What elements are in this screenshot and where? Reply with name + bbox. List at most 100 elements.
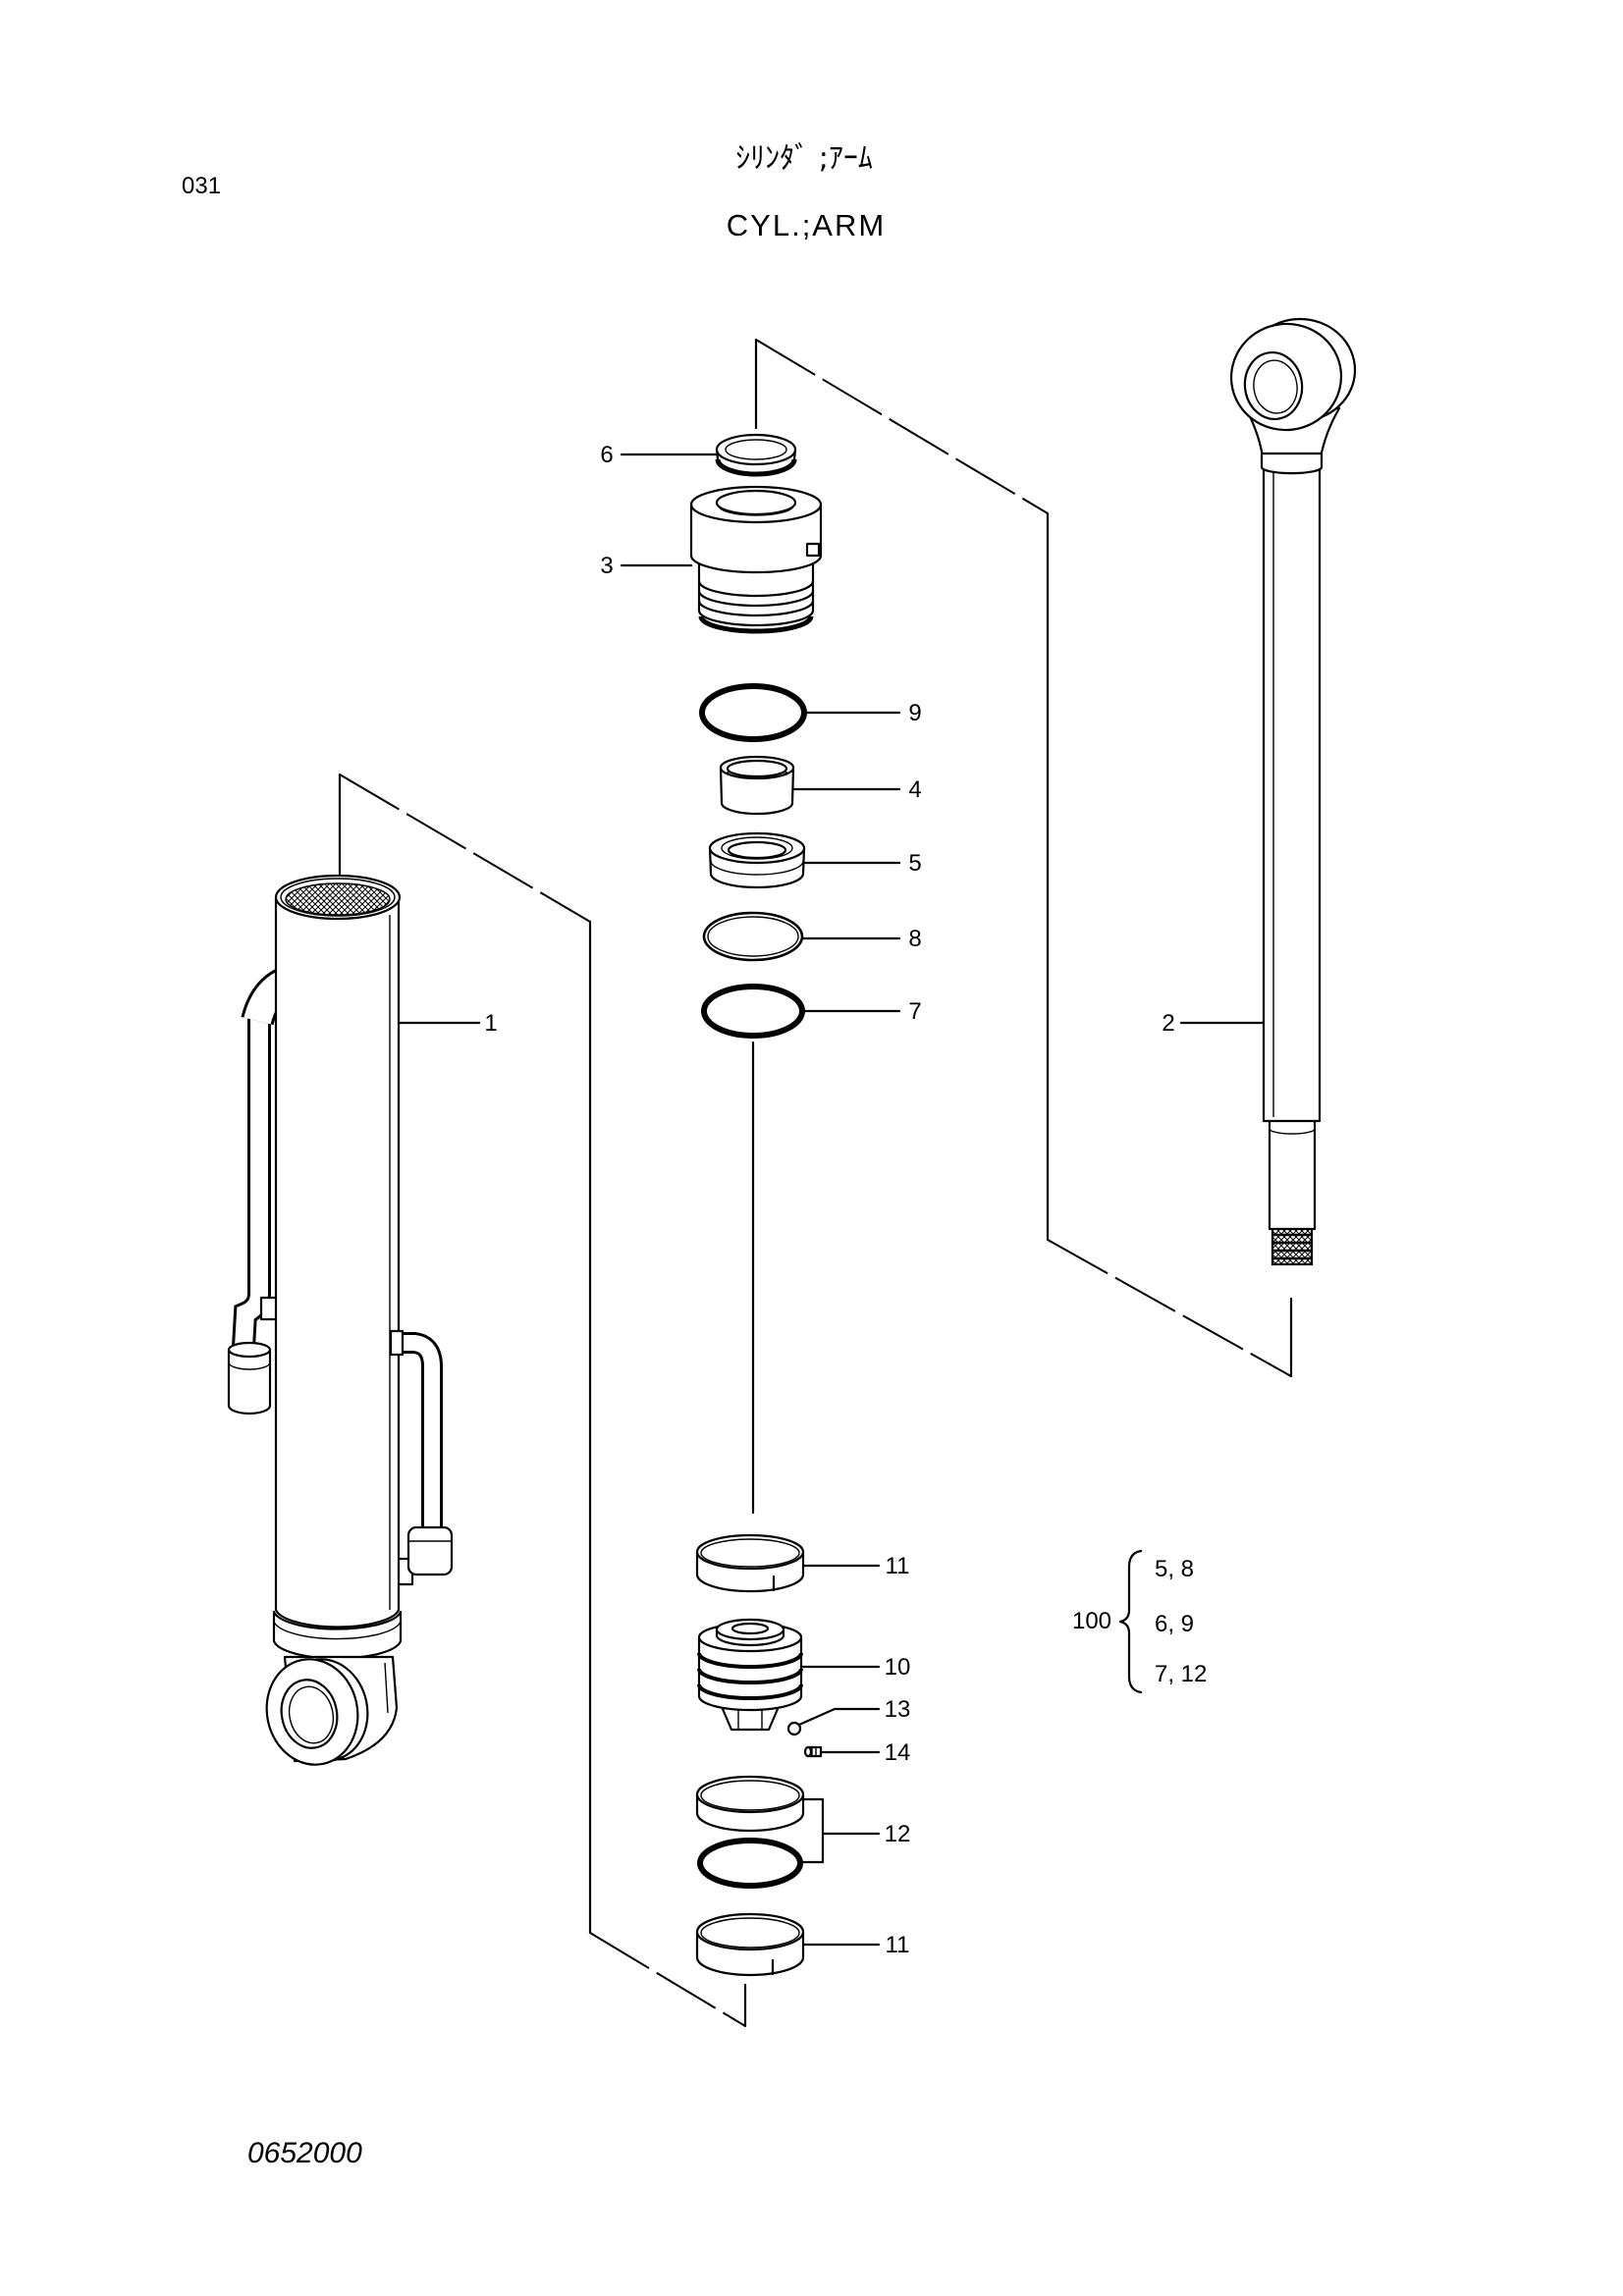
title-japanese: ｼﾘﾝﾀﾞ ;ｱｰﾑ (735, 141, 873, 176)
gland-bore (715, 489, 797, 516)
leader-bracket-12 (798, 1797, 881, 1864)
wear-ring-top (695, 1912, 805, 1951)
callout-2: 2 (1162, 1010, 1174, 1037)
callout-1: 1 (484, 1010, 497, 1037)
gland-thread-section (697, 558, 815, 627)
kit-group-2: 6, 9 (1155, 1611, 1194, 1637)
part-7-o-ring (701, 984, 805, 1039)
kit-group-3: 7, 12 (1155, 1661, 1207, 1687)
rod-collar (1260, 452, 1324, 475)
rod-step-shoulder (1269, 1128, 1316, 1135)
callout-8: 8 (908, 926, 921, 952)
left-pipe-fitting (227, 1348, 272, 1415)
kit-100-group: 100 5, 8 6, 9 7, 12 (1072, 1549, 1207, 1694)
seal-bore (727, 840, 787, 860)
clevis-lug-edge (384, 1662, 389, 1714)
rod-eye-bore-inner (1253, 359, 1298, 414)
gland-body (689, 503, 823, 574)
callout-14: 14 (885, 1739, 911, 1766)
thread-line (697, 589, 815, 608)
wear-ring-top (695, 1533, 805, 1571)
left-fitting-top (227, 1341, 272, 1359)
leader-line-13 (797, 1707, 881, 1727)
tube-assembly-frame (338, 773, 747, 2028)
drawing-code: 0652000 (247, 2137, 362, 2169)
kit-brace (1118, 1549, 1143, 1694)
callout-10: 10 (885, 1654, 911, 1681)
title-english: CYL.;ARM (727, 208, 886, 242)
frame-line (589, 1932, 746, 2027)
part-4-bushing (719, 755, 795, 816)
tube-body (274, 895, 401, 1629)
part-13-ball (786, 1721, 802, 1736)
eye-bore-inner (288, 1685, 335, 1744)
bushing-bore (726, 759, 788, 778)
wear-ring-inner (700, 1917, 800, 1949)
seal-ring-inner (700, 1780, 800, 1811)
part-11-wear-ring-lower (695, 1912, 805, 1977)
callout-12: 12 (885, 1821, 911, 1847)
part-14-set-screw (803, 1745, 823, 1758)
callout-7: 7 (908, 998, 921, 1025)
part-11-wear-ring-upper (695, 1533, 805, 1593)
right-pipe-fill (397, 1335, 440, 1533)
part-12-seal-set (695, 1775, 805, 1889)
set-screw-end (803, 1745, 813, 1758)
set-screw-thread (811, 1747, 817, 1756)
tube-collar (272, 1610, 403, 1660)
callout-5: 5 (908, 850, 921, 877)
part-10-piston (697, 1618, 803, 1732)
callout-11-upper: 11 (886, 1553, 910, 1579)
o-ring (701, 984, 805, 1039)
ball (786, 1721, 802, 1736)
part-2-piston-rod (1229, 317, 1357, 1266)
ring-inner (707, 916, 799, 957)
seal-mid-line (710, 860, 804, 876)
thread-line (697, 579, 815, 598)
piston-groove (697, 1652, 803, 1669)
part-1-cylinder-tube (227, 874, 454, 1766)
frame-line (1047, 1239, 1292, 1377)
wear-ring-inner (700, 1538, 800, 1568)
part-8-ring (702, 911, 804, 962)
thread-line (697, 599, 815, 617)
callout-3: 3 (600, 553, 613, 579)
ring-outer (702, 911, 804, 962)
rod-assembly-frame (754, 338, 1293, 1378)
ring-bottom-edge (715, 458, 797, 477)
gland-bore-inner (718, 505, 794, 516)
tube-mouth-thread (285, 882, 391, 916)
gland-seal-edge (698, 615, 814, 634)
piston-groove (697, 1683, 803, 1700)
page-code: 031 (182, 173, 221, 199)
piston-nut-edge (737, 1708, 763, 1730)
piston-bore (730, 1622, 770, 1635)
rod-shaft (1262, 455, 1322, 1123)
callout-4: 4 (908, 776, 921, 803)
rod-thread-lines (1272, 1233, 1312, 1260)
piston-groove (697, 1668, 803, 1684)
callout-11-lower: 11 (886, 1932, 910, 1958)
o-ring (697, 1838, 803, 1889)
seal-ring-top (695, 1775, 805, 1814)
o-ring (699, 683, 807, 742)
collar-line (273, 1621, 402, 1640)
kit-group-1: 5, 8 (1155, 1556, 1194, 1582)
ring-bore (725, 439, 787, 460)
frame-line (755, 339, 1049, 514)
kit-number: 100 (1072, 1608, 1111, 1634)
part-9-o-ring (699, 683, 807, 742)
tube-mouth-rim (280, 878, 396, 917)
part-5-seal (708, 831, 806, 889)
callout-6: 6 (600, 442, 613, 468)
right-pipe-fitting (406, 1525, 454, 1576)
callout-13: 13 (885, 1696, 911, 1723)
frame-line (339, 774, 591, 923)
bushing-inner-wall (727, 771, 787, 779)
bushing-body (719, 766, 795, 816)
right-pipe-boss (389, 1329, 405, 1357)
part-3-gland (689, 485, 823, 634)
piston-body (697, 1635, 803, 1712)
gland-notch (805, 542, 821, 558)
